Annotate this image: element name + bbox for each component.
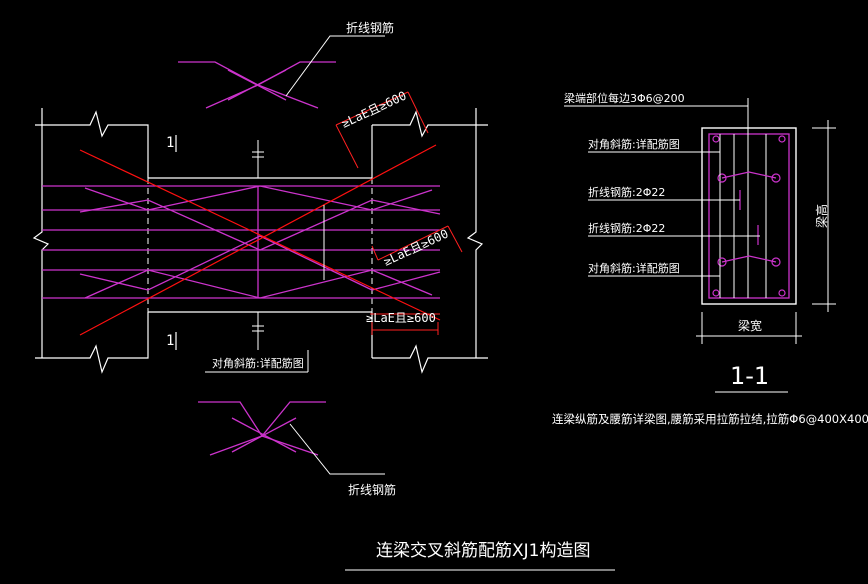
section-diag-top-label: 对角斜筋:详配筋图 <box>588 137 680 151</box>
centerline-marks <box>252 140 325 350</box>
anchor-dim-2 <box>371 225 463 261</box>
diagonal-bars <box>79 144 441 336</box>
section-footnote: 连梁纵筋及腰筋详梁图,腰筋采用拉筋拉结,拉筋Φ6@400X400 <box>552 412 868 426</box>
section-mark-bottom: 1 <box>166 333 174 349</box>
beam-height-label: 梁高 <box>814 204 829 228</box>
anchor-dim-3 <box>370 313 440 335</box>
stirrup-note: 梁端部位每边3Φ6@200 <box>564 91 685 105</box>
drawing-title: 连梁交叉斜筋配筋XJ1构造图 <box>376 541 590 561</box>
section-bent-bar-2-label: 折线钢筋:2Φ22 <box>588 221 665 235</box>
section-bent-bar-1-label: 折线钢筋:2Φ22 <box>588 185 665 199</box>
diag-bar-note: 对角斜筋:详配筋图 <box>212 356 304 370</box>
anchor-length-label-3: ≥LaE且≥600 <box>366 311 436 325</box>
bent-bars <box>79 185 441 299</box>
anchor-length-label-1: ≥LaE且≥600 <box>339 89 408 131</box>
bent-bar-label-bottom: 折线钢筋 <box>348 482 396 497</box>
section-mark-top: 1 <box>166 135 174 151</box>
bent-bar-label-top: 折线钢筋 <box>346 20 394 35</box>
bent-bar-detail-top: 折线钢筋 <box>178 20 394 109</box>
coupling-beam-elevation: 1 1 ≥LaE且≥600 ≥LaE且≥600 ≥LaE且≥600 对角斜筋:详… <box>32 89 488 374</box>
anchor-dim-1 <box>335 91 429 169</box>
beam-outline <box>148 177 372 313</box>
section-diag-bottom-label: 对角斜筋:详配筋图 <box>588 261 680 275</box>
drawing-title-block: 连梁交叉斜筋配筋XJ1构造图 <box>345 541 615 571</box>
section-title: 1-1 <box>730 362 769 390</box>
anchor-length-label-2: ≥LaE且≥600 <box>381 227 450 269</box>
section-1-1: 梁高 梁宽 梁端部位每边3Φ6@200 对角斜筋:详配筋图 折线钢筋:2Φ22 … <box>552 91 868 426</box>
bent-bar-detail-bottom: 折线钢筋 <box>198 401 396 497</box>
left-wall-pier <box>32 108 149 374</box>
beam-width-label: 梁宽 <box>738 318 762 333</box>
